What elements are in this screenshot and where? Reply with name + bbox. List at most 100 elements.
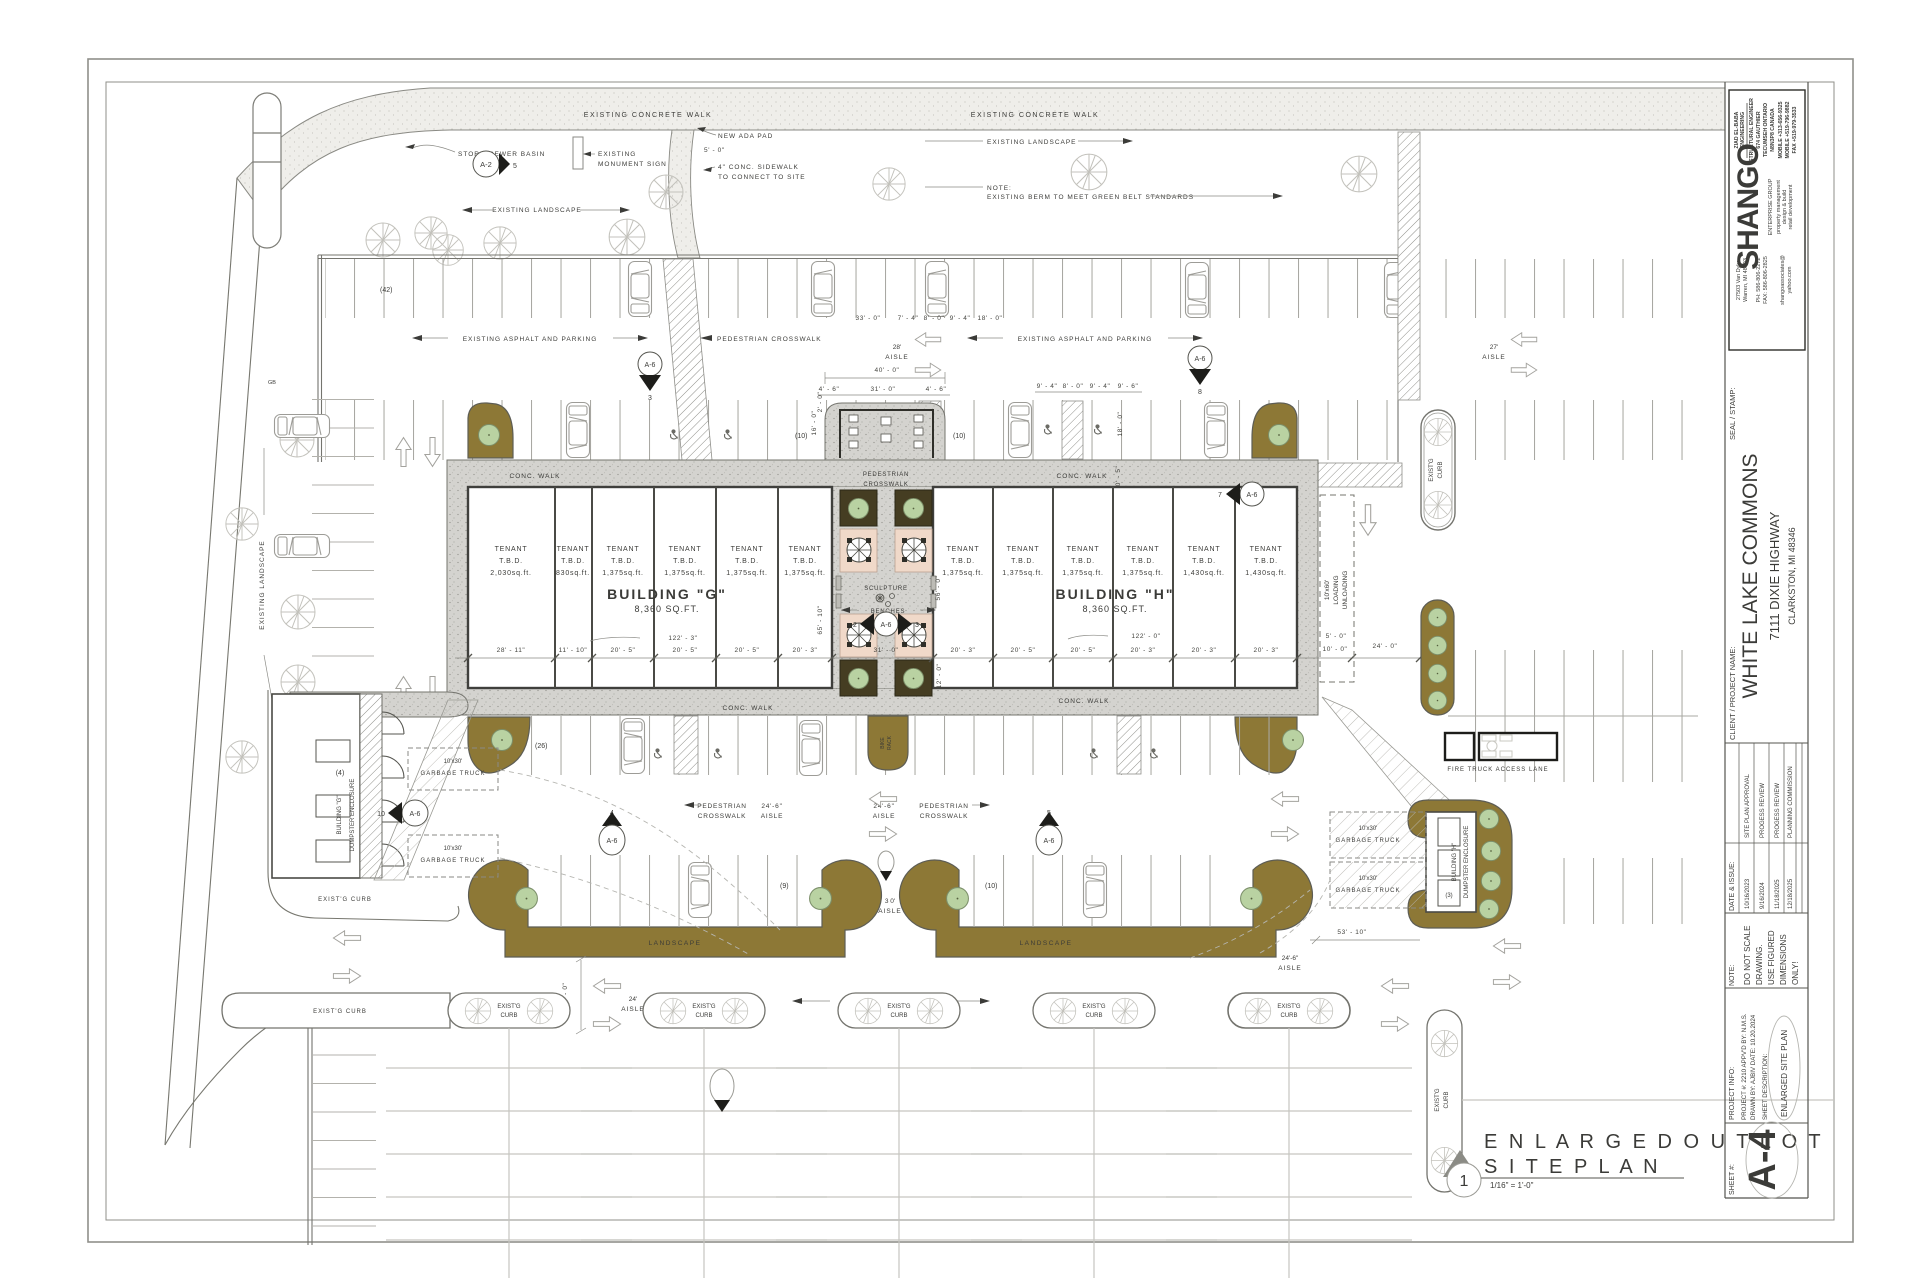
svg-text:18' - 0": 18' - 0" <box>1117 411 1124 436</box>
title-line2: S I T E P L A N <box>1484 1156 1661 1178</box>
date-issue-label: DATE & ISSUE: <box>1729 861 1736 911</box>
marker-3: A-6 3 <box>637 351 663 402</box>
svg-text:CROSSWALK: CROSSWALK <box>920 813 969 820</box>
svg-text:11/18/2025: 11/18/2025 <box>1775 879 1781 909</box>
crosswalk-right-horiz <box>1317 462 1403 488</box>
note-section: NOTE: DO NOT SCALE DRAWING. USE FIGURED … <box>1725 926 1808 989</box>
svg-text:20' - 5": 20' - 5" <box>1011 647 1036 654</box>
label-conc-walk-1: CONC. WALK <box>510 473 561 480</box>
svg-text:4' - 6": 4' - 6" <box>926 386 947 393</box>
label-dump-h2: DUMPSTER ENCLOSURE <box>1464 826 1470 899</box>
title-block: ZIAD EL-BABA ENGINEERING STRUCTURAL ENGI… <box>1724 82 1809 1199</box>
svg-text:retail development: retail development <box>1788 184 1794 229</box>
svg-text:CURB: CURB <box>1085 1013 1102 1019</box>
label-30-aisle: AISLE <box>878 908 901 915</box>
svg-text:7' - 4": 7' - 4" <box>898 315 919 322</box>
project-info-label: PROJECT INFO: <box>1729 1067 1736 1120</box>
svg-text:PH: 586-806-2272: PH: 586-806-2272 <box>1756 258 1762 303</box>
label-28: 28' <box>893 344 901 351</box>
marker-7: A-6 7 <box>1218 481 1265 507</box>
label-conc-sidewalk-1: 4" CONC. SIDEWALK <box>718 164 799 171</box>
svg-text:122' - 3": 122' - 3" <box>668 635 697 642</box>
svg-text:CURB: CURB <box>1444 1091 1450 1108</box>
label-conc-walk-3: CONC. WALK <box>723 705 774 712</box>
svg-text:20' - 5": 20' - 5" <box>735 647 760 654</box>
svg-text:TENANT: TENANT <box>1067 546 1100 553</box>
svg-text:10'x30': 10'x30' <box>444 759 463 765</box>
svg-text:24'-6": 24'-6" <box>873 803 894 810</box>
svg-text:ONLY!: ONLY! <box>1791 962 1800 985</box>
seal-label: SEAL / STAMP: <box>1728 387 1737 440</box>
label-loading-3: UNLOADING <box>1342 571 1349 610</box>
svg-text:A-2: A-2 <box>480 160 492 169</box>
svg-text:10'x30': 10'x30' <box>1359 826 1378 832</box>
court-dims: 40' - 0" 4' - 6" 31' - 0" 4' - 6" 33' - … <box>811 315 1142 490</box>
svg-text:2,030sq.ft.: 2,030sq.ft. <box>490 570 532 577</box>
count-10a: (10) <box>795 433 807 440</box>
svg-text:TENANT: TENANT <box>1127 546 1160 553</box>
svg-text:T.B.D.: T.B.D. <box>1131 558 1155 565</box>
loading-zone: 10'x60' LOADING UNLOADING <box>1319 494 1377 683</box>
svg-text:GARBAGE TRUCK: GARBAGE TRUCK <box>421 771 486 777</box>
fire-truck-lane: FIRE TRUCK ACCESS LANE <box>1443 731 1559 773</box>
svg-text:T.B.D.: T.B.D. <box>1071 558 1095 565</box>
count-3: (3) <box>1445 893 1452 899</box>
label-ada-pad: NEW ADA PAD <box>718 133 773 140</box>
label-conc-walk-2: CONC. WALK <box>1057 473 1108 480</box>
svg-text:10: 10 <box>377 811 385 818</box>
svg-text:Warren, MI 48093: Warren, MI 48093 <box>1743 258 1749 302</box>
svg-text:24'-6": 24'-6" <box>1282 955 1299 962</box>
svg-text:EXIST'G: EXIST'G <box>1277 1004 1300 1010</box>
svg-text:TENANT: TENANT <box>557 546 590 553</box>
existing-concrete-walk <box>236 87 1726 213</box>
svg-text:T.B.D.: T.B.D. <box>1011 558 1035 565</box>
label-asphalt-parking-1: EXISTING ASPHALT AND PARKING <box>463 336 598 343</box>
svg-text:N8N3P8 CANADA: N8N3P8 CANADA <box>1770 108 1776 152</box>
svg-text:20' - 3": 20' - 3" <box>1192 647 1217 654</box>
svg-text:1,375sq.ft.: 1,375sq.ft. <box>1002 570 1044 577</box>
svg-text:CROSSWALK: CROSSWALK <box>698 813 747 820</box>
svg-text:CURB: CURB <box>500 1013 517 1019</box>
label-landscape-2: LANDSCAPE <box>1020 940 1073 947</box>
svg-text:RACK: RACK <box>887 735 893 750</box>
label-loading-2: LOADING <box>1333 575 1340 604</box>
svg-text:A-6: A-6 <box>1044 838 1055 845</box>
svg-text:10' - 0": 10' - 0" <box>1323 646 1348 653</box>
svg-text:AISLE: AISLE <box>761 813 783 820</box>
svg-text:3: 3 <box>915 622 919 629</box>
site-plan-drawing: EXISTING CONCRETE WALK EXISTING CONCRETE… <box>164 87 1834 1279</box>
svg-text:1,375sq.ft.: 1,375sq.ft. <box>1122 570 1164 577</box>
bike-rack: BIKE RACK <box>867 715 909 771</box>
dim-5-0: 5' - 0" <box>704 147 725 154</box>
svg-text:TENANT: TENANT <box>1188 546 1221 553</box>
building-g-name: BUILDING "G" <box>607 586 727 602</box>
svg-text:8' - 0": 8' - 0" <box>924 315 945 322</box>
label-court-cross: CROSSWALK <box>863 482 908 488</box>
svg-text:24'-6": 24'-6" <box>761 803 782 810</box>
median-island <box>252 92 282 249</box>
svg-text:SITE PLAN APPROVAL: SITE PLAN APPROVAL <box>1745 773 1751 838</box>
svg-text:ZIAD EL-BABA: ZIAD EL-BABA <box>1734 111 1740 148</box>
label-landscape-1: LANDSCAPE <box>649 940 702 947</box>
svg-text:9' - 4": 9' - 4" <box>950 315 971 322</box>
count-10b: (10) <box>953 433 965 440</box>
svg-text:GARBAGE TRUCK: GARBAGE TRUCK <box>421 858 486 864</box>
detail-teardrop-2 <box>877 850 895 881</box>
sheet-number-section: SHEET #: A-4 <box>1729 1121 1799 1199</box>
note-label: NOTE: <box>1729 965 1736 986</box>
svg-text:T.B.D.: T.B.D. <box>1254 558 1278 565</box>
building-h <box>931 485 1299 690</box>
svg-text:A-6: A-6 <box>1195 356 1206 363</box>
svg-text:56' - 0": 56' - 0" <box>935 575 942 600</box>
patio <box>824 402 946 461</box>
label-ped-crosswalk-top: PEDESTRIAN CROSSWALK <box>717 336 822 343</box>
top-annotations: STORM SEWER BASIN EXISTING MONUMENT SIGN… <box>405 127 1283 214</box>
svg-text:A-6: A-6 <box>607 838 618 845</box>
svg-text:TECUMSEH ONTARIO: TECUMSEH ONTARIO <box>1763 103 1769 157</box>
svg-text:1,375sq.ft.: 1,375sq.ft. <box>784 570 826 577</box>
label-27-aisle: AISLE <box>1482 354 1505 361</box>
svg-text:674 GAUTHIER: 674 GAUTHIER <box>1756 111 1762 148</box>
svg-text:12/18/2025: 12/18/2025 <box>1788 878 1794 909</box>
label-exist-conc-walk-1: EXISTING CONCRETE WALK <box>584 112 712 119</box>
